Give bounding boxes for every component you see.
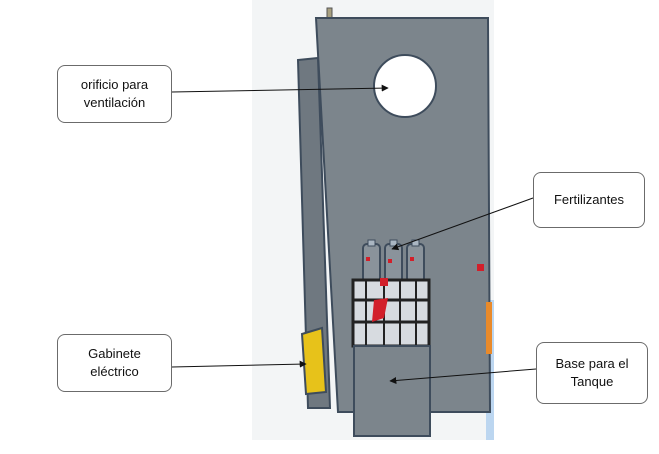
tank-base <box>353 345 431 437</box>
tank-cage <box>351 278 431 348</box>
red-marker <box>477 264 484 271</box>
orange-tab <box>486 302 492 354</box>
tank-base-leader-line <box>389 368 537 384</box>
fertilizers-callout: Fertilizantes <box>533 172 645 228</box>
ventilation-hole <box>373 54 437 118</box>
ventilation-hole-callout: orificio para ventilación <box>57 65 172 123</box>
fertilizer-bottles <box>362 239 425 285</box>
cabinet-leader-line <box>171 360 307 368</box>
electrical-cabinet <box>300 326 328 396</box>
ventilation-leader-line <box>171 84 389 93</box>
side-panel <box>296 56 332 409</box>
electrical-cabinet-callout: Gabinete eléctrico <box>57 334 172 392</box>
fertilizers-leader-line <box>391 197 534 251</box>
tank-base-callout: Base para el Tanque <box>536 342 648 404</box>
